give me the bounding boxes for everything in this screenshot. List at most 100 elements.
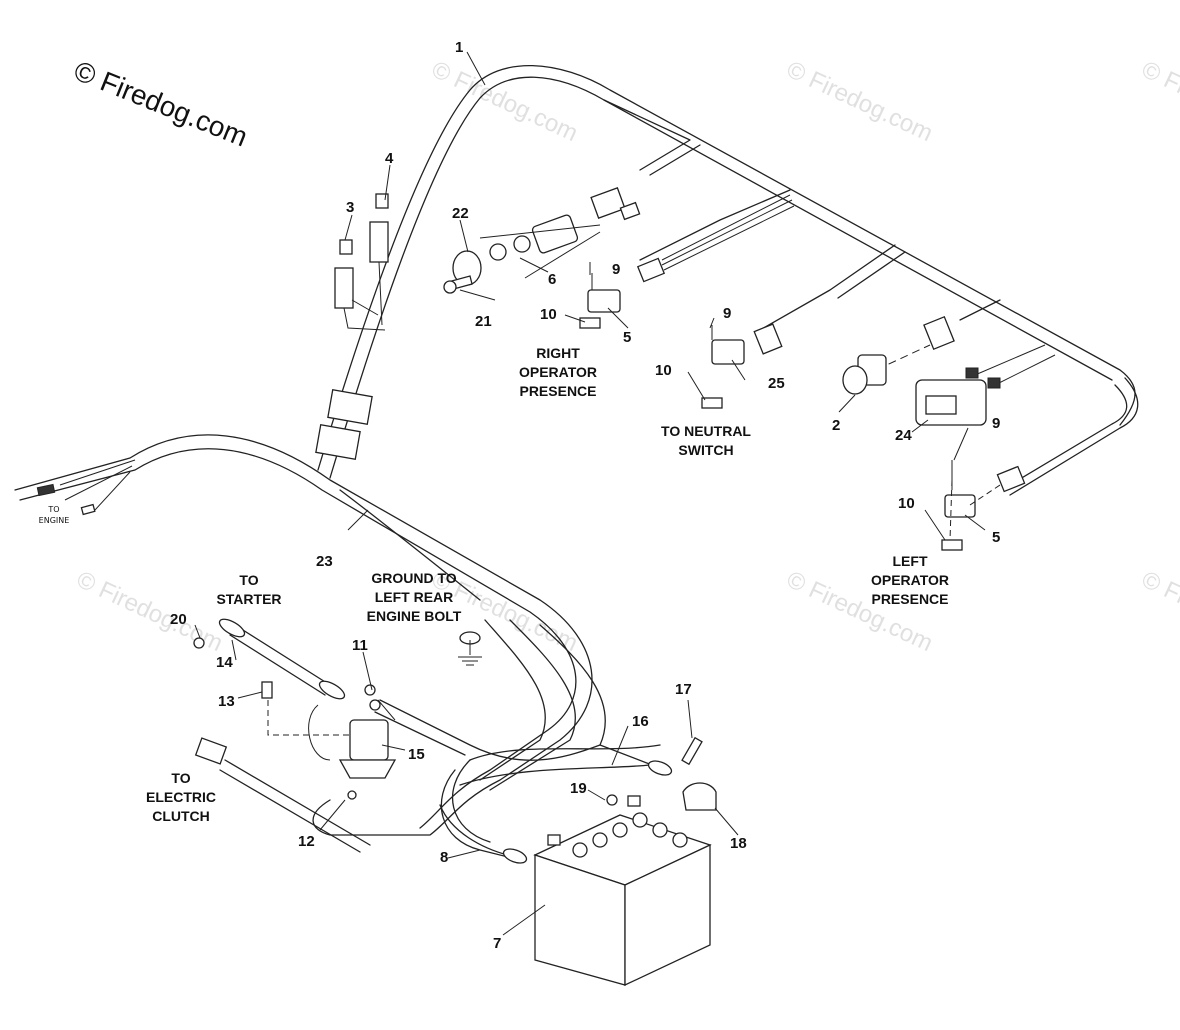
callout-7: 7 [493,935,501,952]
switch-connector [996,465,1026,493]
spade-terminal [965,367,979,379]
mounting-clip [941,539,963,551]
label-clutch: ELECTRIC [146,789,216,805]
label-starter: TO [239,572,258,588]
battery-bolt [681,736,703,766]
label-left-operator: OPERATOR [871,572,949,588]
fuse-holder [334,267,354,309]
callout-20: 20 [170,611,187,628]
callout-5: 5 [992,529,1000,546]
operator-presence-switch [587,289,621,313]
cable-terminal [647,760,673,776]
label-clutch: TO [171,770,190,786]
operator-presence-switch [944,494,976,518]
terminal-boot [682,782,717,811]
callout-5: 5 [623,329,631,346]
callout-10: 10 [898,495,915,512]
bolt [261,681,273,699]
neutral-switch [711,339,745,365]
clutch-connector [194,737,228,765]
label-left-operator: PRESENCE [871,591,948,607]
cable-terminal [318,680,346,700]
fuse [375,193,389,209]
callouts: 1 4 3 22 6 9 21 10 5 9 10 25 2 24 9 10 5… [170,39,1000,952]
hour-meter-display [925,395,957,415]
callout-18: 18 [730,835,747,852]
callout-21: 21 [475,313,492,330]
battery-nut [606,794,618,806]
callout-16: 16 [632,713,649,730]
engine-terminal [36,483,56,497]
callout-3: 3 [346,199,354,216]
callout-22: 22 [452,205,469,222]
key-switch-plug [590,187,626,219]
watermark: © Firedog.com [427,56,581,147]
callout-9: 9 [723,305,731,322]
label-right-operator: PRESENCE [519,383,596,399]
callout-14: 14 [216,654,233,671]
label-engine: TO [47,505,59,514]
callout-6: 6 [548,271,556,288]
label-right-operator: OPERATOR [519,364,597,380]
label-starter: STARTER [216,591,281,607]
callout-12: 12 [298,833,315,850]
label-neutral-switch: TO NEUTRAL [661,423,751,439]
watermark: © Firedog.com [1137,56,1180,147]
connector-plug [923,315,955,351]
callout-19: 19 [570,780,587,797]
callout-10: 10 [540,306,557,323]
switch-connector [636,257,666,283]
callout-24: 24 [895,427,912,444]
callout-25: 25 [768,375,785,392]
callout-15: 15 [408,746,425,763]
mounting-clip [701,397,723,409]
mounting-clip [579,317,601,329]
callout-9: 9 [612,261,620,278]
nut [347,790,357,800]
label-left-operator: LEFT [893,553,928,569]
callout-13: 13 [218,693,235,710]
cable-terminal [218,618,246,638]
label-clutch: CLUTCH [152,808,210,824]
copyright-notice: © Firedog.com [70,55,252,153]
fuse [339,239,353,255]
ignition-switch [531,214,579,254]
harness-connector [327,388,373,426]
callout-11: 11 [352,637,368,654]
label-ground: LEFT REAR [375,589,454,605]
indicator-lamp [842,365,868,395]
watermark: © Firedog.com [1137,566,1180,657]
washer [513,235,531,253]
callout-8: 8 [440,849,448,866]
callout-23: 23 [316,553,333,570]
solenoid-bracket [338,759,397,779]
callout-4: 4 [385,150,394,167]
label-right-operator: RIGHT [536,345,580,361]
label-engine: ENGINE [39,516,70,525]
nut [369,699,381,711]
callout-1: 1 [455,39,463,56]
cable-terminal [502,848,528,864]
main-harness [14,64,1139,861]
label-ground: ENGINE BOLT [367,608,462,624]
switch-connector [753,323,783,355]
callout-17: 17 [675,681,692,698]
engine-terminal [80,503,96,516]
watermark: © Firedog.com [782,56,936,147]
nut [193,637,205,649]
annotation-labels: RIGHT OPERATOR PRESENCE TO NEUTRAL SWITC… [39,345,949,824]
callout-9: 9 [992,415,1000,432]
battery [533,795,712,987]
starter-solenoid [349,719,389,761]
harness-connector [315,423,361,461]
fuse-holder [369,221,389,263]
nut [489,243,507,261]
callout-2: 2 [832,417,840,434]
label-ground: GROUND TO [371,570,456,586]
nut [364,684,376,696]
label-neutral-switch: SWITCH [678,442,733,458]
plug [619,201,641,221]
key-head [443,280,457,294]
spade-terminal [987,377,1001,389]
